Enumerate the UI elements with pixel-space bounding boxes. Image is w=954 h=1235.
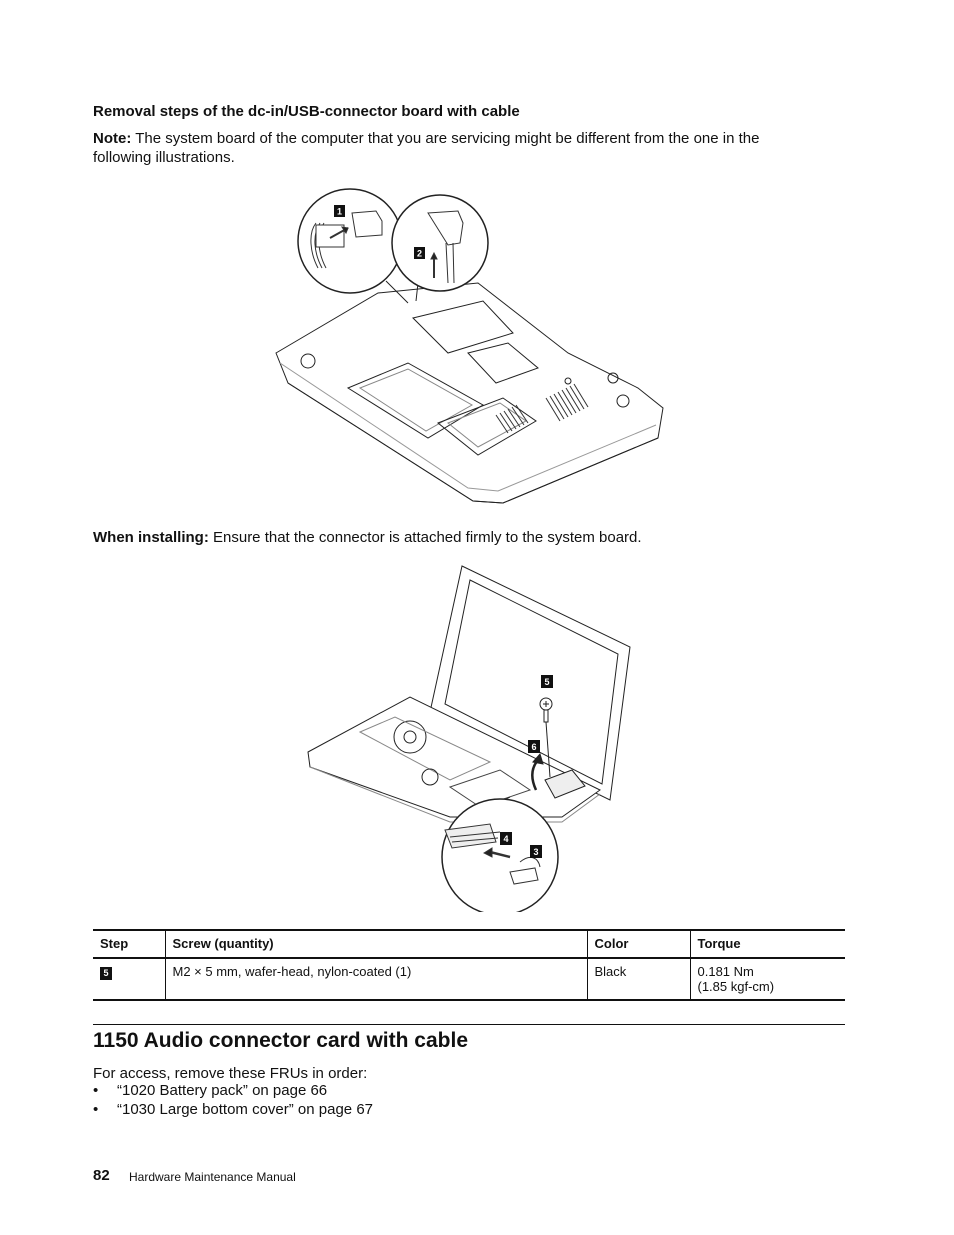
header-torque: Torque	[689, 930, 845, 958]
callout-4: 4	[503, 834, 508, 844]
callout-2: 2	[417, 249, 422, 259]
manual-title: Hardware Maintenance Manual	[129, 1170, 296, 1184]
access-intro: For access, remove these FRUs in order:	[93, 1065, 368, 1082]
header-step: Step	[100, 936, 129, 951]
step-badge: 5	[100, 967, 112, 980]
note-label: Note:	[93, 130, 132, 147]
installing-label: When installing:	[93, 529, 209, 546]
screw-table: Step Screw (quantity) Color Torque 5 M2 …	[93, 929, 845, 1001]
page-number: 82	[93, 1167, 110, 1184]
installing-paragraph: When installing: Ensure that the connect…	[93, 529, 642, 546]
installation-illustration: 5 6 4 3	[307, 565, 631, 912]
cell-torque: 0.181 Nm (1.85 kgf-cm)	[689, 958, 845, 1000]
torque-nm: 0.181 Nm	[697, 964, 754, 979]
torque-kgf: (1.85 kgf-cm)	[697, 979, 775, 994]
fru-list: “1020 Battery pack” on page 66 “1030 Lar…	[93, 1081, 373, 1119]
callout-5: 5	[544, 677, 549, 687]
screw-table-header-row: Step Screw (quantity) Color Torque	[93, 930, 845, 958]
cell-color: Black	[586, 958, 690, 1000]
callout-3: 3	[533, 847, 538, 857]
section-heading: 1150 Audio connector card with cable	[93, 1029, 468, 1052]
section-divider	[93, 1024, 845, 1025]
header-screw: Screw (quantity)	[164, 930, 587, 958]
cell-screw: M2 × 5 mm, wafer-head, nylon-coated (1)	[164, 958, 587, 1000]
removal-illustration: 1 2	[275, 188, 664, 504]
callout-6: 6	[531, 742, 536, 752]
note-paragraph: Note: The system board of the computer t…	[93, 129, 813, 167]
note-text: The system board of the computer that yo…	[93, 130, 760, 166]
list-item: “1030 Large bottom cover” on page 67	[93, 1100, 373, 1119]
cell-step: 5	[93, 958, 165, 1000]
removal-steps-heading: Removal steps of the dc-in/USB-connector…	[93, 103, 520, 120]
callout-1: 1	[337, 207, 342, 217]
table-row: 5 M2 × 5 mm, wafer-head, nylon-coated (1…	[93, 958, 845, 1000]
installing-text: Ensure that the connector is attached fi…	[213, 529, 642, 546]
header-color: Color	[586, 930, 690, 958]
list-item: “1020 Battery pack” on page 66	[93, 1081, 373, 1100]
